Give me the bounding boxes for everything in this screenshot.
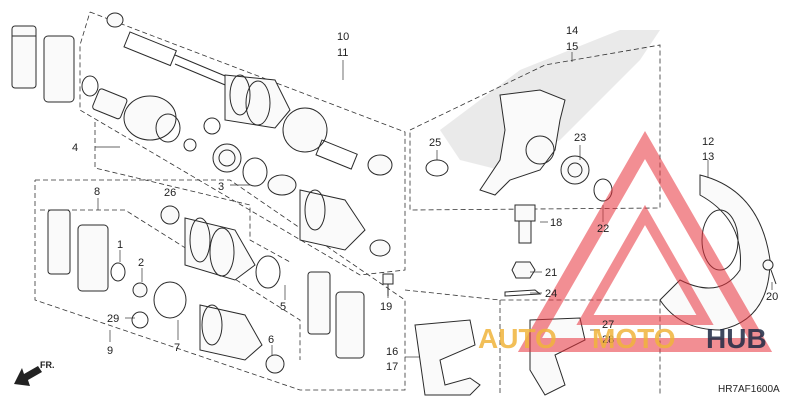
boot-lower-outer-icon (199, 304, 263, 361)
callout-2: 2 (138, 257, 144, 269)
callout-18: 18 (550, 217, 562, 229)
callout-11: 11 (337, 47, 348, 59)
callout-7: 7 (174, 342, 180, 354)
callout-29: 29 (107, 313, 119, 325)
watermark-triangle (517, 130, 773, 352)
watermark-auto: AUTO (478, 323, 557, 354)
watermark-moto: MOTO (592, 323, 675, 354)
callout-9: 9 (107, 345, 113, 357)
clamp-outer-icon (367, 154, 393, 176)
ring-29-icon (131, 311, 149, 329)
lower-driveshaft (47, 205, 394, 374)
bearing-icon (212, 143, 242, 173)
steering-knuckle-icon (479, 89, 566, 196)
callout-28: 28 (602, 334, 614, 346)
watermark-text: AUTO MOTO HUB (478, 323, 767, 354)
band-7-icon (153, 281, 187, 319)
callout-19: 19 (380, 301, 392, 313)
grease-pack-icon (43, 35, 75, 103)
cv-joint-outer-icon (282, 107, 328, 153)
bolt-19-icon (382, 273, 394, 285)
callout-16: 16 (386, 346, 398, 358)
inner-joint-housing-icon (123, 95, 177, 141)
guard-16-icon (414, 319, 481, 396)
knuckle-group (425, 89, 613, 297)
band-5-icon (255, 255, 281, 289)
callout-15: 15 (566, 41, 578, 53)
grease-pack-lower-icon (77, 224, 109, 292)
arrow-icon (14, 366, 42, 386)
callout-3: 3 (218, 181, 224, 193)
front-arrow: FR. (14, 360, 55, 386)
diagram-code: HR7AF1600A (718, 384, 780, 395)
upper-driveshaft (11, 12, 393, 257)
ring-1-icon (110, 262, 126, 282)
callout-6: 6 (268, 334, 274, 346)
callout-23: 23 (574, 132, 586, 144)
callout-27: 27 (602, 319, 614, 331)
grease-tube-lower-icon (47, 209, 71, 275)
callout-10: 10 (337, 31, 349, 43)
callout-21: 21 (545, 267, 557, 279)
callout-24: 24 (545, 288, 557, 300)
callout-1: 1 (117, 239, 123, 251)
callout-17: 17 (386, 361, 398, 373)
callout-22: 22 (597, 223, 609, 235)
circlip-icon (425, 159, 449, 177)
cotter-pin-icon (504, 289, 542, 297)
snap-ring-icon (81, 75, 99, 97)
callout-4: 4 (72, 142, 78, 154)
callout-5: 5 (280, 301, 286, 313)
leader-lines (95, 52, 773, 358)
callout-26: 26 (164, 187, 176, 199)
grease-tube-icon (11, 25, 37, 89)
clamp-26-icon (160, 205, 180, 225)
boot-lower-inner-icon (184, 217, 256, 281)
castle-nut-icon (511, 261, 536, 279)
callout-12: 12 (702, 136, 714, 148)
wheel-bearing-icon (560, 155, 590, 185)
callout-25: 25 (429, 137, 441, 149)
watermark-hub: HUB (706, 323, 767, 354)
callout-numbers: 10 11 4 3 14 15 25 23 12 13 18 22 8 26 1… (72, 25, 778, 373)
boot-middle-icon (299, 189, 366, 251)
clamp-icon (106, 12, 124, 28)
callout-14: 14 (566, 25, 578, 37)
arrow-label: FR. (40, 360, 55, 370)
bolt-icon (762, 259, 774, 271)
ring-2-icon (132, 282, 148, 298)
clamp-6-icon (265, 354, 285, 374)
boot-outer-icon (224, 74, 291, 129)
callout-20: 20 (766, 291, 778, 303)
callout-13: 13 (702, 151, 714, 163)
callout-8: 8 (94, 186, 100, 198)
ball-joint-icon (514, 204, 536, 222)
